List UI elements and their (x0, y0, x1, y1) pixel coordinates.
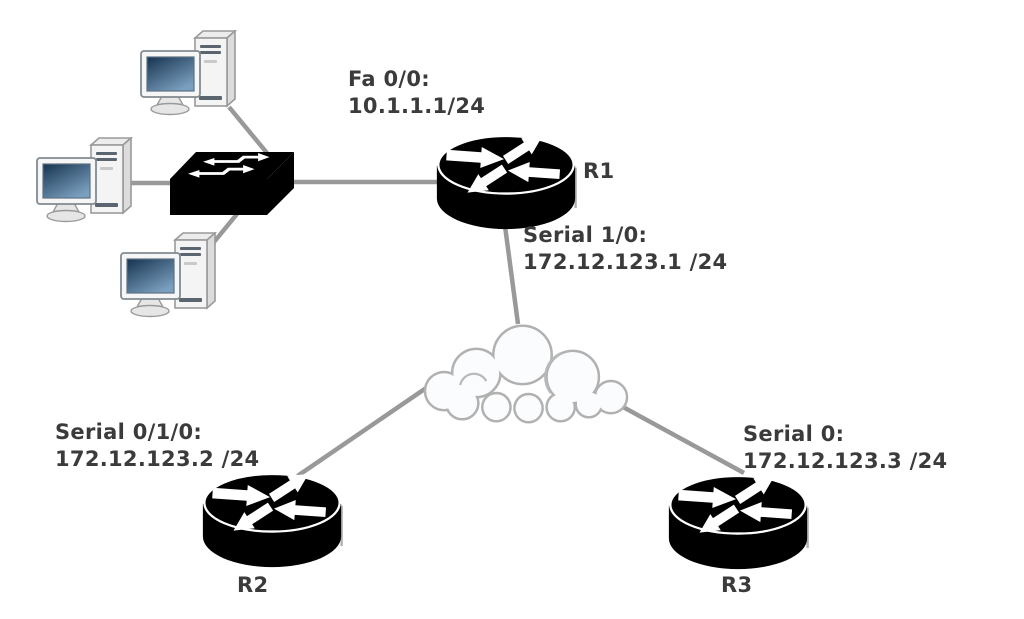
link-cloud-r3 (610, 399, 746, 475)
r1-node (434, 133, 578, 237)
interface-name: Serial 1/0: (523, 223, 648, 247)
link-pc1-switch (227, 105, 269, 155)
router-icon (202, 472, 343, 568)
interface-name: Serial 0: (743, 422, 845, 446)
link-r1-cloud (502, 225, 521, 325)
desktop-pc-icon (36, 136, 134, 223)
interface-address: 10.1.1.1/24 (348, 94, 486, 118)
workgroup-switch-icon (170, 152, 294, 215)
r3-name-label: R3 (721, 573, 753, 597)
interface-name: Fa 0/0: (348, 67, 430, 91)
r2-name-label: R2 (237, 573, 269, 597)
pc3-node (120, 231, 220, 328)
label-r1-fa0-0: Fa 0/0: 10.1.1.1/24 (348, 66, 485, 120)
label-r3-serial0: Serial 0: 172.12.123.3 /24 (743, 421, 947, 475)
desktop-pc-icon (140, 29, 238, 116)
interface-address: 172.12.123.3 /24 (743, 449, 948, 473)
r3-node (666, 473, 810, 577)
label-r2-serial0-1-0: Serial 0/1/0: 172.12.123.2 /24 (55, 419, 259, 473)
router-icon (668, 474, 809, 570)
wan-cloud-node (414, 314, 630, 428)
pc2-node (36, 136, 136, 233)
switch-node (166, 146, 300, 222)
router-icon (436, 134, 577, 230)
interface-address: 172.12.123.2 /24 (55, 447, 260, 471)
pc1-node (140, 29, 240, 126)
r1-name-label: R1 (583, 159, 615, 183)
interface-address: 172.12.123.1 /24 (523, 250, 728, 274)
link-cloud-r2 (294, 382, 434, 479)
label-r1-serial1-0: Serial 1/0: 172.12.123.1 /24 (523, 222, 727, 276)
desktop-pc-icon (120, 231, 218, 318)
interface-name: Serial 0/1/0: (55, 420, 203, 444)
r2-node (200, 471, 344, 575)
cloud-icon (423, 324, 629, 424)
